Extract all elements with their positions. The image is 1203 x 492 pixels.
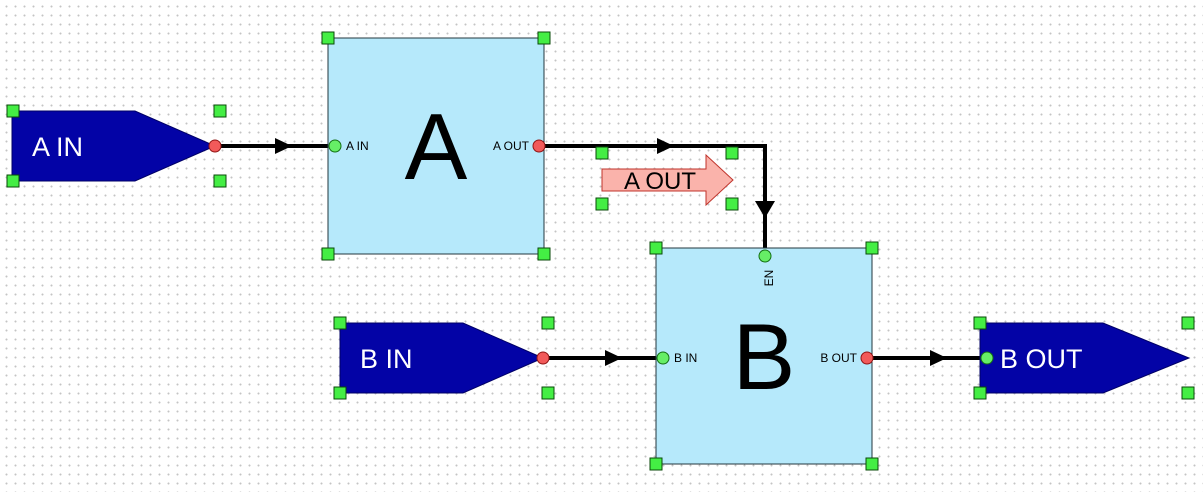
selection-handle[interactable] — [6, 174, 20, 188]
selection-handle[interactable] — [321, 247, 335, 261]
selection-handle[interactable] — [213, 174, 227, 188]
port-shape — [11, 110, 217, 182]
input-pin[interactable] — [980, 351, 994, 365]
output-pin[interactable] — [532, 139, 546, 153]
selection-handle[interactable] — [973, 316, 987, 330]
input-pin[interactable] — [328, 139, 342, 153]
wire-direction-arrow — [755, 201, 775, 218]
selection-handle[interactable] — [725, 146, 739, 160]
selection-handle[interactable] — [333, 316, 347, 330]
block-b[interactable]: B B IN B OUT EN — [655, 247, 874, 465]
selection-handle[interactable] — [1181, 386, 1195, 400]
block-a[interactable]: A A IN A OUT — [327, 37, 546, 255]
port-label: B OUT — [1000, 344, 1083, 374]
enable-pin[interactable] — [758, 249, 772, 263]
port-label: A IN — [32, 132, 83, 162]
input-port-a-in[interactable]: A IN — [11, 110, 222, 182]
output-pin-label: A OUT — [493, 139, 530, 153]
input-port-b-in[interactable]: B IN — [339, 322, 550, 394]
wire-direction-arrow — [930, 350, 947, 366]
block-title: A — [405, 94, 468, 199]
block-title: B — [733, 304, 796, 409]
block-body — [327, 37, 545, 255]
selection-handle[interactable] — [649, 241, 663, 255]
selection-handle[interactable] — [725, 197, 739, 211]
net-label-arrow — [601, 153, 734, 207]
output-pin-label: B OUT — [820, 351, 857, 365]
input-pin-label: B IN — [674, 351, 697, 365]
output-pin[interactable] — [536, 351, 550, 365]
selection-handle[interactable] — [213, 104, 227, 118]
selection-handle[interactable] — [541, 386, 555, 400]
net-label-a-out[interactable]: A OUT — [601, 153, 734, 207]
wire-direction-arrow — [657, 138, 674, 154]
selection-handle[interactable] — [595, 197, 609, 211]
input-pin-label: A IN — [346, 139, 369, 153]
selection-handle[interactable] — [6, 104, 20, 118]
selection-handle[interactable] — [649, 457, 663, 471]
selection-handle[interactable] — [321, 31, 335, 45]
selection-handle[interactable] — [537, 31, 551, 45]
output-port-b-out[interactable]: B OUT — [979, 322, 1191, 394]
port-label: B IN — [360, 344, 413, 374]
selection-handle[interactable] — [595, 146, 609, 160]
wire-direction-arrow — [605, 350, 622, 366]
selection-handle[interactable] — [333, 386, 347, 400]
port-shape — [339, 322, 545, 394]
selection-handle[interactable] — [973, 386, 987, 400]
wire-direction-arrow — [275, 138, 292, 154]
port-shape — [979, 322, 1191, 394]
output-pin[interactable] — [860, 351, 874, 365]
enable-pin-label: EN — [762, 270, 776, 287]
wire-block-a-to-block-b-en[interactable] — [539, 144, 767, 256]
selection-handle[interactable] — [865, 241, 879, 255]
input-pin[interactable] — [656, 351, 670, 365]
selection-handle[interactable] — [537, 247, 551, 261]
net-label-text: A OUT — [624, 168, 696, 195]
output-pin[interactable] — [208, 139, 222, 153]
block-body — [655, 247, 873, 465]
selection-handle[interactable] — [865, 457, 879, 471]
selection-handle[interactable] — [541, 316, 555, 330]
selection-handle[interactable] — [1181, 316, 1195, 330]
